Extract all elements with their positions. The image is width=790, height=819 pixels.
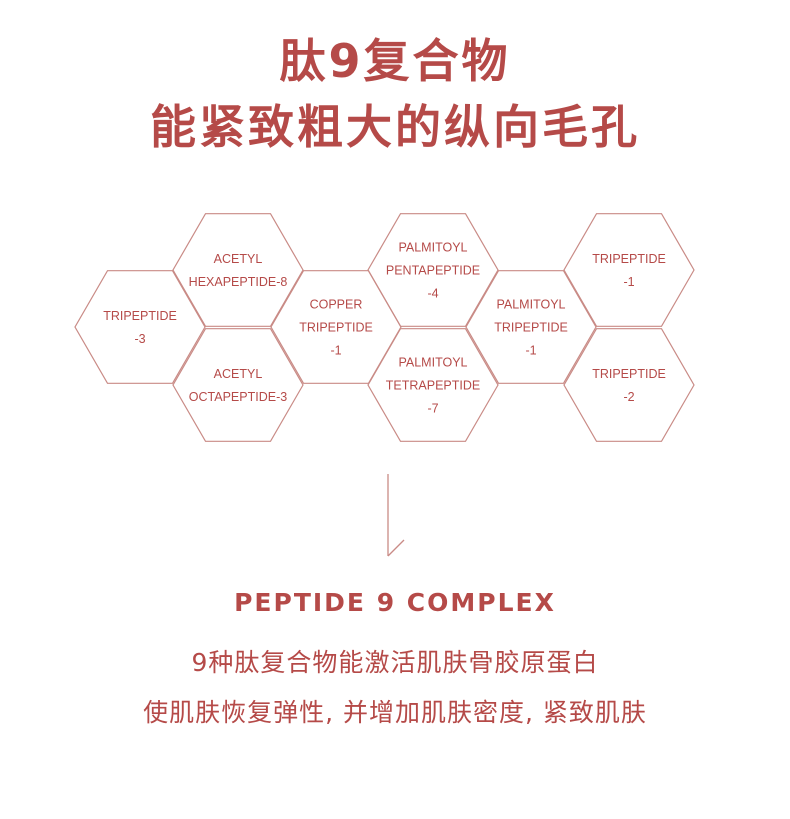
hexagon-outline	[563, 328, 695, 442]
hexagon-label-line: OCTAPEPTIDE-3	[189, 390, 287, 404]
hexagon-palmitoyl-tetrapeptide-7: PALMITOYL TETRAPEPTIDE -7	[367, 328, 499, 442]
hexagon-outline	[367, 328, 499, 442]
hexagon-tripeptide-3: TRIPEPTIDE -3	[74, 270, 206, 384]
hexagon-label-line: TRIPEPTIDE	[592, 367, 666, 381]
hexagon-label-line: PALMITOYL	[496, 298, 565, 312]
hexagon-label-line: -7	[427, 402, 438, 416]
complex-title: PEPTIDE 9 COMPLEX	[234, 588, 556, 617]
hexagon-label-line: PALMITOYL	[398, 241, 467, 255]
arrow-down-icon	[387, 474, 405, 557]
hexagon-palmitoyl-pentapeptide-4: PALMITOYL PENTAPEPTIDE -4	[367, 213, 499, 327]
hexagon-outline	[172, 328, 304, 442]
hexagon-palmitoyl-tripeptide-1: PALMITOYL TRIPEPTIDE -1	[465, 270, 597, 384]
hexagon-label-line: -2	[623, 390, 634, 404]
hexagon-outline	[172, 213, 304, 327]
hexagon-label-line: -1	[623, 275, 634, 289]
hexagon-acetyl-hexapeptide-8: ACETYL HEXAPEPTIDE-8	[172, 213, 304, 327]
hexagon-label-line: ACETYL	[214, 252, 263, 266]
hexagon-tripeptide-1: TRIPEPTIDE -1	[563, 213, 695, 327]
hexagon-label-line: -1	[525, 344, 536, 358]
hexagon-label-line: -1	[330, 344, 341, 358]
hexagon-label-line: TETRAPEPTIDE	[386, 379, 480, 393]
hexagon-outline	[74, 270, 206, 384]
hexagon-label-line: HEXAPEPTIDE-8	[189, 275, 288, 289]
headline-line-1: 肽9复合物	[279, 34, 511, 88]
hexagon-outline	[367, 213, 499, 327]
hexagon-label-line: COPPER	[310, 298, 363, 312]
hexagon-outline	[563, 213, 695, 327]
complex-description-line-2: 使肌肤恢复弹性, 并增加肌肤密度, 紧致肌肤	[143, 698, 647, 727]
hexagon-label-line: PENTAPEPTIDE	[386, 264, 480, 278]
hexagon-label-line: -4	[427, 287, 438, 301]
hexagon-label-line: TRIPEPTIDE	[299, 321, 373, 335]
headline-line-2: 能紧致粗大的纵向毛孔	[150, 100, 640, 154]
hexagon-label-line: TRIPEPTIDE	[592, 252, 666, 266]
hexagon-label-line: ACETYL	[214, 367, 263, 381]
hexagon-label-line: -3	[134, 332, 145, 346]
complex-description-line-1: 9种肽复合物能激活肌肤骨胶原蛋白	[191, 648, 599, 677]
hexagon-acetyl-octapeptide-3: ACETYL OCTAPEPTIDE-3	[172, 328, 304, 442]
hexagon-copper-tripeptide-1: COPPER TRIPEPTIDE -1	[270, 270, 402, 384]
hexagon-outline	[465, 270, 597, 384]
peptide-hexagon-diagram: TRIPEPTIDE-3ACETYLHEXAPEPTIDE-8ACETYLOCT…	[74, 213, 695, 442]
hexagon-label-line: TRIPEPTIDE	[494, 321, 568, 335]
hexagon-tripeptide-2: TRIPEPTIDE -2	[563, 328, 695, 442]
hexagon-label-line: TRIPEPTIDE	[103, 309, 177, 323]
hexagon-label-line: PALMITOYL	[398, 356, 467, 370]
